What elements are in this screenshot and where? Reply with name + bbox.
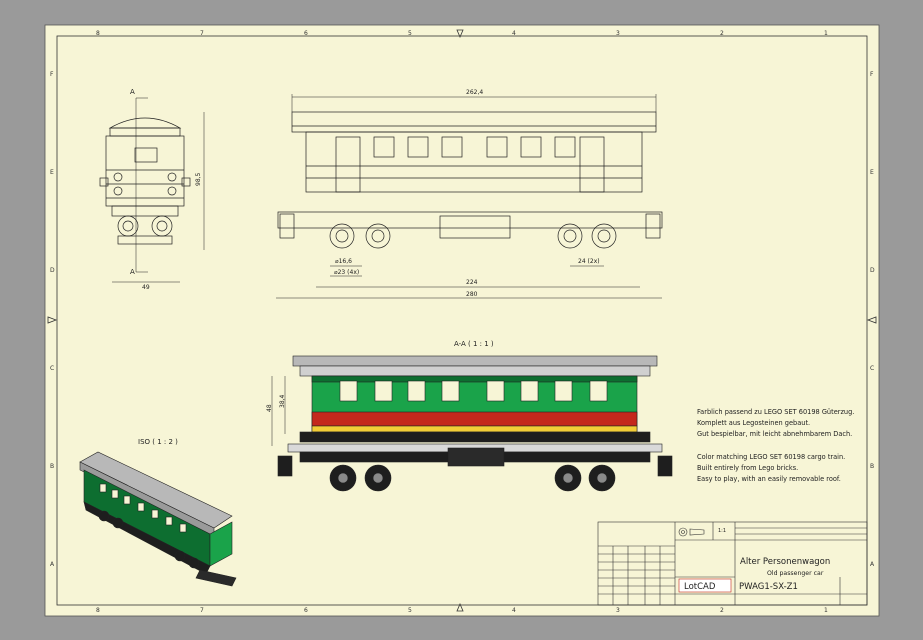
- svg-text:3: 3: [616, 607, 620, 614]
- dim-wheel-2: ⌀23 (4x): [334, 269, 359, 276]
- note-de-3: Gut bespielbar, mit leicht abnehmbarem D…: [697, 430, 852, 438]
- svg-text:C: C: [870, 365, 874, 372]
- center-marks: [47, 29, 877, 612]
- dim-wheel-pitch: 24 (2x): [578, 258, 600, 265]
- side-view-dims: [276, 94, 662, 299]
- svg-text:B: B: [870, 463, 874, 470]
- dim-wheel-1: ⌀16,6: [335, 258, 352, 265]
- front-view: [99, 117, 191, 245]
- section-label: A-A ( 1 : 1 ): [454, 340, 494, 348]
- dim-front-height: 98,5: [195, 172, 202, 186]
- dim-side-top: 262,4: [466, 89, 483, 96]
- cut-marker-bottom: A: [130, 268, 135, 276]
- svg-text:A: A: [50, 561, 55, 568]
- dim-side-224: 224: [466, 279, 478, 286]
- svg-text:7: 7: [200, 607, 204, 614]
- svg-text:7: 7: [200, 30, 204, 37]
- svg-text:1: 1: [824, 607, 828, 614]
- svg-text:F: F: [50, 71, 54, 78]
- notes: Farblich passend zu LEGO SET 60198 Güter…: [697, 408, 854, 483]
- svg-text:1: 1: [824, 30, 828, 37]
- iso-view: [79, 451, 237, 587]
- svg-text:D: D: [50, 267, 55, 274]
- svg-text:3: 3: [616, 30, 620, 37]
- cut-marker-top: A: [130, 88, 135, 96]
- note-en-2: Built entirely from Lego bricks.: [697, 464, 798, 472]
- svg-text:6: 6: [304, 607, 308, 614]
- section-view: [277, 355, 673, 492]
- title-block-logo-box: [678, 578, 732, 593]
- svg-text:2: 2: [720, 30, 724, 37]
- title-block-title-en: Old passenger car: [767, 570, 824, 577]
- svg-text:F: F: [870, 71, 874, 78]
- svg-text:5: 5: [408, 607, 412, 614]
- note-de-1: Farblich passend zu LEGO SET 60198 Güter…: [697, 408, 854, 416]
- title-block: [597, 521, 868, 606]
- dim-section-38: 38,4: [279, 394, 286, 408]
- svg-text:4: 4: [512, 30, 516, 37]
- section-view-dims: [271, 376, 286, 446]
- svg-text:2: 2: [720, 607, 724, 614]
- svg-text:6: 6: [304, 30, 308, 37]
- zone-columns: 8 7 6 5 4 3 2 1 8 7 6 5 4 3 2 1: [96, 30, 828, 614]
- svg-text:E: E: [870, 169, 874, 176]
- title-block-drawing-no: PWAG1-SX-Z1: [739, 582, 798, 592]
- svg-text:D: D: [870, 267, 875, 274]
- note-de-2: Komplett aus Legosteinen gebaut.: [697, 419, 810, 427]
- svg-text:E: E: [50, 169, 54, 176]
- zone-rows: F E D C B A F E D C B A: [50, 71, 875, 568]
- title-block-logo: LotCAD: [684, 582, 716, 592]
- note-en-1: Color matching LEGO SET 60198 cargo trai…: [697, 453, 845, 461]
- dim-side-280: 280: [466, 291, 478, 298]
- title-block-scale: 1:1: [718, 528, 726, 534]
- svg-text:A: A: [870, 561, 875, 568]
- note-en-3: Easy to play, with an easily removable r…: [697, 475, 841, 483]
- svg-text:8: 8: [96, 607, 100, 614]
- iso-label: ISO ( 1 : 2 ): [138, 438, 178, 446]
- svg-text:4: 4: [512, 607, 516, 614]
- inner-border: [56, 35, 868, 606]
- svg-text:C: C: [50, 365, 54, 372]
- svg-text:B: B: [50, 463, 54, 470]
- dim-section-48: 48: [266, 404, 273, 412]
- title-block-title-de: Alter Personenwagon: [740, 557, 830, 567]
- dim-front-width: 49: [142, 284, 150, 291]
- side-view: [277, 111, 663, 249]
- svg-text:8: 8: [96, 30, 100, 37]
- front-view-dims: [112, 97, 205, 283]
- svg-text:5: 5: [408, 30, 412, 37]
